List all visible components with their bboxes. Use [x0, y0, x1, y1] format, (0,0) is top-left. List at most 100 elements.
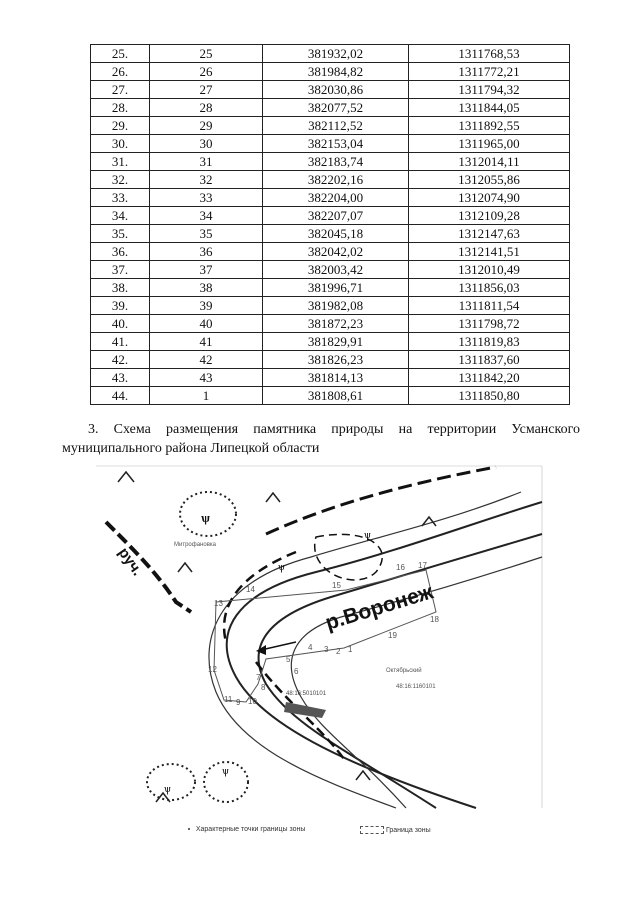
table-cell: 37.	[90, 260, 150, 279]
table-cell: 1312074,90	[408, 188, 570, 207]
boundary-point-label: 18	[430, 615, 439, 624]
terrain-mark-icon	[355, 769, 371, 781]
boundary-point-label: 10	[248, 697, 257, 706]
table-cell: 382202,16	[262, 170, 409, 189]
marsh-outline-bottom-left	[146, 763, 196, 801]
marsh-symbol-icon: ѱ	[364, 529, 371, 541]
terrain-mark-icon	[155, 791, 171, 803]
table-cell: 36.	[90, 242, 150, 261]
table-cell: 38.	[90, 278, 150, 297]
terrain-mark-icon	[117, 470, 135, 483]
table-cell: 1311811,54	[408, 296, 570, 315]
table-cell: 40.	[90, 314, 150, 333]
table-cell: 30.	[90, 134, 150, 153]
table-cell: 382204,00	[262, 188, 409, 207]
table-cell: 1311844,05	[408, 98, 570, 117]
table-cell: 382153,04	[262, 134, 409, 153]
table-cell: 25.	[90, 44, 150, 63]
table-cell: 1311892,55	[408, 116, 570, 135]
boundary-point-label: 4	[308, 643, 313, 652]
place-label-right: Октябрьский	[386, 667, 422, 674]
boundary-point-label: 19	[388, 631, 397, 640]
table-cell: 35.	[90, 224, 150, 243]
table-cell: 33	[149, 188, 263, 207]
floodplain-line-2	[290, 556, 543, 809]
contour-dashed-lower	[255, 661, 348, 763]
marsh-symbol-icon: ѱ	[164, 783, 171, 795]
table-cell: 1311798,72	[408, 314, 570, 333]
boundary-point-label: 6	[294, 667, 299, 676]
table-cell: 381829,91	[262, 332, 409, 351]
table-cell: 29	[149, 116, 263, 135]
table-cell: 1	[149, 386, 263, 405]
table-cell: 1312109,28	[408, 206, 570, 225]
table-cell: 1311850,80	[408, 386, 570, 405]
table-cell: 34	[149, 206, 263, 225]
table-cell: 31.	[90, 152, 150, 171]
boundary-point-label: 15	[332, 581, 341, 590]
table-cell: 27	[149, 80, 263, 99]
table-cell: 381826,23	[262, 350, 409, 369]
place-label-left: Митрофановка	[174, 542, 217, 548]
table-cell: 41.	[90, 332, 150, 351]
table-cell: 31	[149, 152, 263, 171]
table-cell: 33.	[90, 188, 150, 207]
table-cell: 43	[149, 368, 263, 387]
table-cell: 42	[149, 350, 263, 369]
location-map: ѱ ѱ ѱ ѱ ѱ р.Воронеж руч. Митрофановка Ок…	[96, 465, 543, 809]
marsh-outline-bottom	[203, 761, 249, 803]
table-cell: 36	[149, 242, 263, 261]
table-cell: 1312141,51	[408, 242, 570, 261]
table-cell: 44.	[90, 386, 150, 405]
terrain-mark-icon	[421, 515, 437, 527]
table-cell: 1312010,49	[408, 260, 570, 279]
table-cell: 32.	[90, 170, 150, 189]
boundary-point-label: 12	[208, 665, 217, 674]
boundary-point-label: 14	[246, 585, 255, 594]
table-cell: 39.	[90, 296, 150, 315]
marsh-symbol-icon: ѱ	[222, 765, 229, 777]
table-cell: 382003,42	[262, 260, 409, 279]
boundary-point-label: 9	[236, 698, 241, 707]
table-cell: 35	[149, 224, 263, 243]
table-cell: 382077,52	[262, 98, 409, 117]
legend-boundary-label: Граница зоны	[385, 826, 431, 834]
contour-dashed-hill	[313, 533, 383, 581]
boundary-point-label: 16	[396, 563, 405, 572]
table-cell: 26.	[90, 62, 150, 81]
flow-arrow-icon	[256, 645, 266, 655]
boundary-point-label: 1	[348, 645, 353, 654]
table-cell: 1312014,11	[408, 152, 570, 171]
table-cell: 1311837,60	[408, 350, 570, 369]
table-cell: 29.	[90, 116, 150, 135]
river-bank-outer	[225, 501, 543, 809]
table-cell: 32	[149, 170, 263, 189]
table-cell: 1311842,20	[408, 368, 570, 387]
table-cell: 381808,61	[262, 386, 409, 405]
table-cell: 382030,86	[262, 80, 409, 99]
table-cell: 381872,23	[262, 314, 409, 333]
table-cell: 1311772,21	[408, 62, 570, 81]
table-cell: 382112,52	[262, 116, 409, 135]
cadastre-label-right: 48:16:1160101	[396, 684, 436, 690]
boundary-point-label: 8	[261, 683, 266, 692]
table-cell: 38	[149, 278, 263, 297]
table-cell: 37	[149, 260, 263, 279]
flow-arrow-line	[260, 641, 297, 651]
